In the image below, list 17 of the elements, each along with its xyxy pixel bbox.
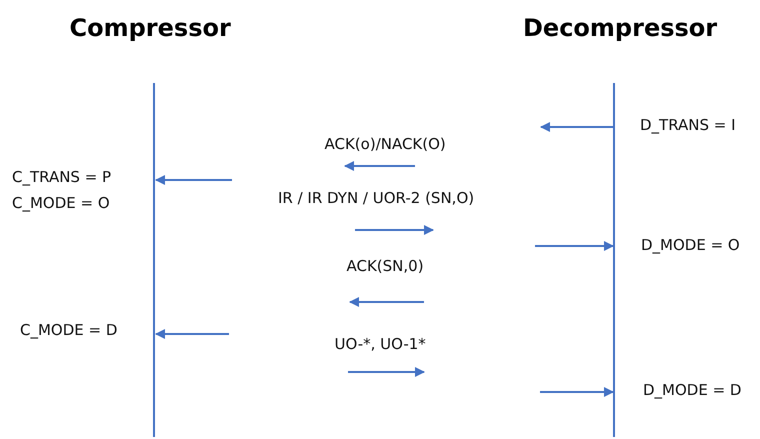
message-label: ACK(SN,0) [346, 257, 424, 275]
state-label: D_MODE = D [643, 381, 742, 399]
message-label: IR / IR DYN / UOR-2 (SN,O) [278, 189, 474, 207]
message-label: UO-*, UO-1* [334, 335, 426, 353]
arrow [540, 122, 613, 132]
lifeline-heading: Decompressor [523, 14, 718, 42]
arrow [540, 387, 614, 397]
arrow [155, 175, 232, 185]
state-label: C_MODE = D [20, 321, 118, 339]
message-label: ACK(o)/NACK(O) [324, 135, 446, 153]
lifeline-heading: Compressor [70, 14, 231, 42]
arrow [535, 241, 614, 251]
state-label: C_TRANS = P [12, 168, 112, 186]
state-label: C_MODE = O [12, 194, 110, 212]
state-label: D_MODE = O [641, 236, 740, 254]
state-label: D_TRANS = I [640, 116, 736, 134]
arrow [155, 329, 229, 339]
